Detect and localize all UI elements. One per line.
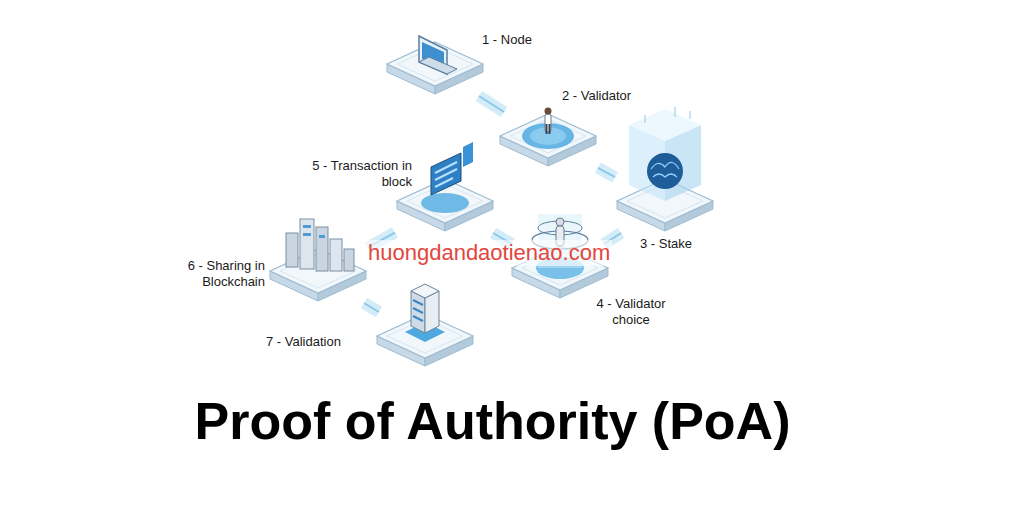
tile-icon — [286, 219, 354, 271]
tile-shape — [385, 40, 485, 96]
link-line — [479, 96, 504, 112]
drawing-part — [286, 233, 298, 267]
tile-icon — [405, 284, 445, 342]
drawing-part — [675, 107, 676, 117]
diagram-title: Proof of Authority (PoA) — [0, 390, 985, 452]
tile-icon — [629, 107, 701, 201]
link-line — [598, 168, 615, 177]
drawing-part — [500, 114, 596, 158]
platform-tile: 5 - Transaction in block — [395, 177, 495, 233]
drawing-part — [651, 162, 679, 177]
link-band — [598, 168, 615, 177]
drawing-part — [463, 142, 473, 167]
drawing-part — [330, 239, 342, 271]
drawing-part — [435, 178, 453, 187]
link-line — [364, 303, 379, 312]
drawing-part — [431, 153, 461, 195]
drawing-part — [421, 193, 469, 213]
drawing-part — [413, 300, 423, 305]
tile-icon — [522, 108, 574, 150]
drawing-part — [556, 218, 564, 226]
drawing-part — [413, 308, 423, 313]
drawing-part — [546, 124, 548, 134]
drawing-part — [387, 42, 483, 86]
drawing-part — [407, 184, 483, 218]
drawing-part — [411, 284, 439, 298]
step-label: 6 - Sharing in Blockchain — [168, 258, 265, 290]
watermark: huongdandaotienao.com — [366, 240, 612, 266]
tile-icon — [419, 36, 457, 74]
platform-tile: 3 - Stake — [615, 177, 715, 233]
drawing-part — [319, 235, 325, 238]
drawing-part — [300, 219, 314, 269]
platform-tile: 2 - Validator — [498, 112, 598, 168]
tile-shape — [498, 112, 598, 168]
drawing-part — [629, 109, 701, 141]
platform-tile: 6 - Sharing in Blockchain — [268, 247, 368, 303]
platform-tile: 1 - Node — [385, 40, 485, 96]
platform-tile: 7 - Validation — [375, 312, 475, 368]
drawing-part — [419, 57, 457, 74]
drawing-part — [344, 249, 354, 271]
link-band — [479, 96, 504, 112]
drawing-part — [303, 233, 311, 236]
step-label: 3 - Stake — [640, 236, 692, 252]
drawing-part — [316, 227, 328, 271]
step-label: 5 - Transaction in block — [310, 158, 412, 190]
tile-shape — [615, 177, 715, 233]
drawing-part — [435, 169, 457, 180]
drawing-part — [303, 225, 311, 228]
step-label: 7 - Validation — [266, 334, 341, 350]
drawing-part — [647, 153, 683, 189]
drawing-part — [545, 108, 552, 115]
drawing-part — [645, 115, 646, 123]
drawing-part — [413, 316, 423, 321]
link-band — [364, 303, 379, 312]
tile-icon — [421, 142, 473, 213]
tile-shape — [375, 312, 475, 368]
tile-shape — [268, 247, 368, 303]
step-label: 1 - Node — [482, 32, 532, 48]
step-label: 4 - Validator choice — [585, 296, 677, 328]
drawing-part — [549, 124, 551, 134]
drawing-part — [690, 111, 691, 119]
step-label: 2 - Validator — [562, 88, 631, 104]
